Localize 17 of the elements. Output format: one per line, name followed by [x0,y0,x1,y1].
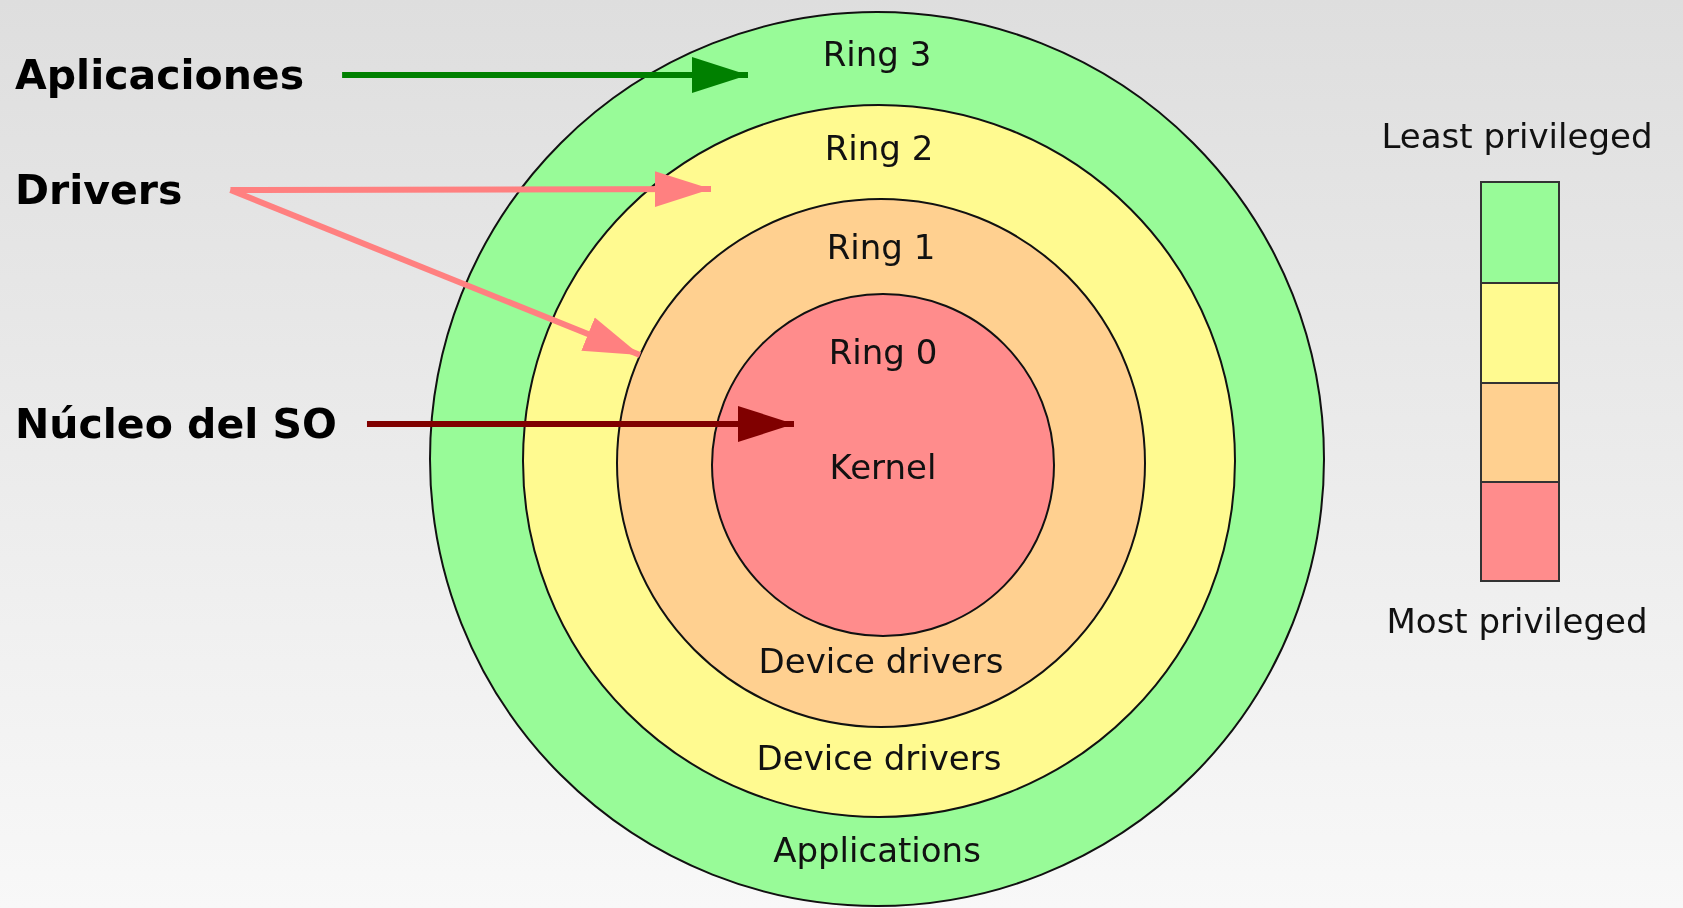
ring-label: Ring 0 [828,332,938,372]
callout-label: Drivers [15,166,183,214]
arrow [230,171,711,208]
ring-description: Device drivers [758,641,1004,681]
ring-description: Device drivers [756,738,1002,778]
arrow [342,57,748,93]
ring-label: Ring 3 [822,34,932,74]
arrow [229,187,642,358]
callout-label: Aplicaciones [15,51,305,99]
ring-description: Applications [773,830,981,870]
ring-description: Kernel [829,447,937,487]
ring-label: Ring 2 [824,128,934,168]
callout-label: Núcleo del SO [15,400,337,448]
ring-label: Ring 1 [826,227,936,267]
scale-label: Most privileged [1386,601,1648,641]
scale-label: Least privileged [1381,116,1653,156]
arrow [367,406,794,442]
